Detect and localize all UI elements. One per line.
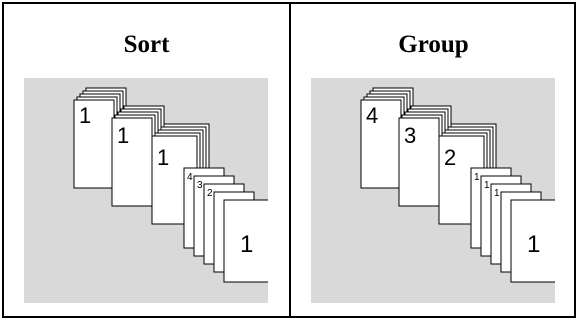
front-sheet-number-2: 3 bbox=[197, 180, 203, 191]
front-page-label: 1 bbox=[240, 231, 253, 258]
front-page: 1 bbox=[510, 199, 555, 283]
column-divider bbox=[289, 4, 291, 316]
back-stack-2-label: 3 bbox=[404, 123, 416, 148]
sort-panel: Sort 1 1 bbox=[4, 4, 289, 316]
back-stack-3-label: 2 bbox=[444, 145, 456, 170]
back-stack-1-label: 4 bbox=[366, 103, 378, 128]
front-sheet-number-2: 1 bbox=[484, 180, 490, 191]
back-stack-1-label: 1 bbox=[79, 103, 91, 128]
back-stack-2-label: 1 bbox=[117, 123, 129, 148]
group-title: Group bbox=[398, 31, 469, 58]
group-illustration: 4 3 2 1 bbox=[311, 78, 555, 303]
back-stack-3-label: 1 bbox=[157, 145, 169, 170]
front-sheet-number-1: 1 bbox=[474, 172, 480, 183]
sort-title: Sort bbox=[123, 31, 170, 58]
front-page-label: 1 bbox=[527, 231, 540, 258]
front-sheet-number-3: 2 bbox=[207, 188, 213, 199]
front-sheet-number-1: 4 bbox=[187, 172, 193, 183]
front-page: 1 bbox=[223, 199, 268, 283]
sort-illustration: 1 1 1 4 bbox=[24, 78, 268, 303]
front-sheet-number-3: 1 bbox=[494, 188, 500, 199]
group-panel: Group 4 3 bbox=[291, 4, 576, 316]
